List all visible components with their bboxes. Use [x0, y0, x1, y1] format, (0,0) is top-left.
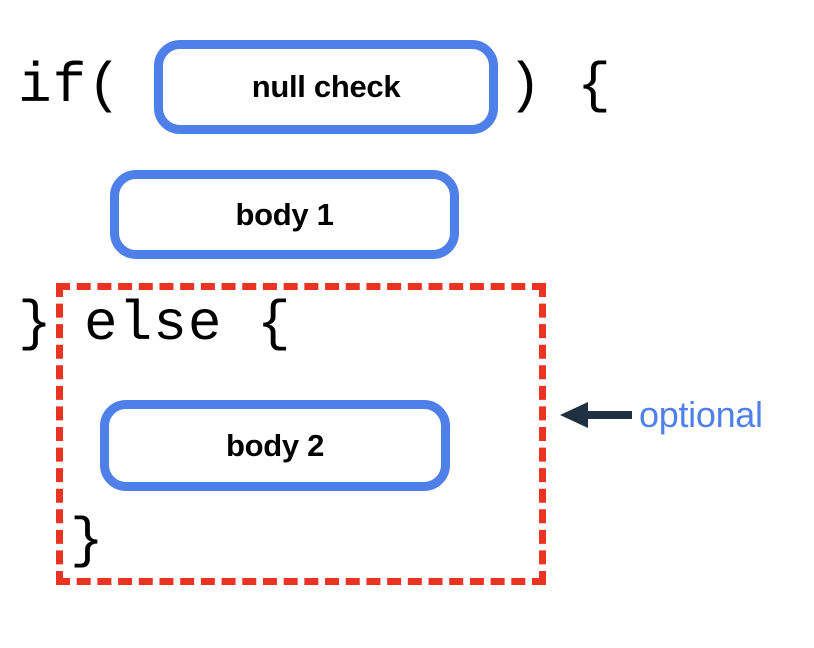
optional-arrow-icon — [558, 398, 634, 432]
null-check-label: null check — [251, 69, 401, 104]
body-1-box[interactable]: body 1 — [110, 170, 459, 259]
left-arrow-icon — [560, 402, 632, 428]
body-1-label: body 1 — [235, 196, 334, 232]
code-else-closing-brace: } — [18, 292, 53, 356]
code-if-open: if( — [18, 54, 122, 118]
null-check-box[interactable]: null check — [154, 40, 498, 134]
code-if-close: ) { — [508, 54, 612, 118]
body-2-box[interactable]: body 2 — [100, 400, 450, 491]
optional-region-dashed-box — [56, 283, 546, 585]
code-inner-closing-brace: } — [70, 509, 105, 573]
optional-annotation-label: optional — [639, 394, 763, 435]
body-2-label: body 2 — [225, 427, 325, 463]
code-else-keyword: else { — [84, 292, 292, 356]
